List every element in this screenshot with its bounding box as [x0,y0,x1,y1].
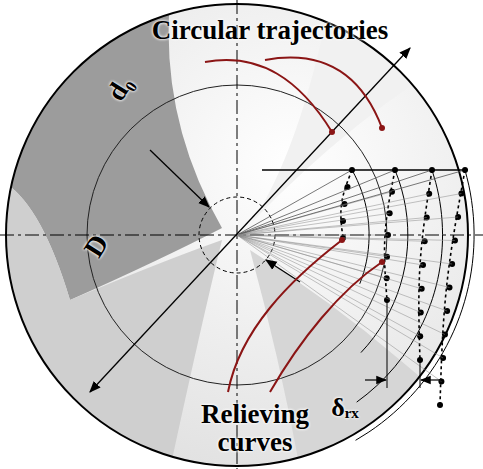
leader-line [265,58,382,128]
radial-line [237,235,445,335]
point-marker [429,167,435,173]
diameter-arrow [90,48,410,392]
radial-line [237,218,427,236]
reference-line [262,169,468,171]
radial-line [237,194,461,236]
circular-trajectory [352,170,369,284]
radial-line [237,170,395,235]
callout-text: Relieving curves [180,400,330,457]
point-marker [462,167,468,173]
leader-dot [379,259,385,265]
leader-line [205,60,332,132]
radial-line [237,235,455,241]
radial-line [237,235,447,311]
leader-dot [329,129,335,135]
radial-line [237,235,450,288]
circular-trajectory [356,170,475,440]
radial-line [237,235,452,264]
radial-line [237,235,441,382]
extension-line [420,360,421,388]
dimension-arrow [421,379,442,380]
leader-line [270,262,382,392]
dimension-arrow [266,260,300,282]
extension-line [387,300,388,388]
dimension-arrow [150,150,209,207]
leader-dot [339,237,345,243]
radial-line [237,213,390,235]
point-marker [437,402,443,408]
point-marker [349,167,355,173]
callout-text: Circular trajectories [152,16,389,44]
leader-dot [379,125,385,131]
radial-line [237,194,429,235]
dimension-arrow [365,379,386,380]
point-marker [340,218,346,224]
dimension-label: δᵣₓ [331,394,359,421]
radial-line [237,217,458,235]
relieving-curve [440,170,465,405]
radial-line [237,170,465,235]
point-marker [392,167,398,173]
relieving-curve [419,170,432,360]
radial-line [237,235,422,289]
